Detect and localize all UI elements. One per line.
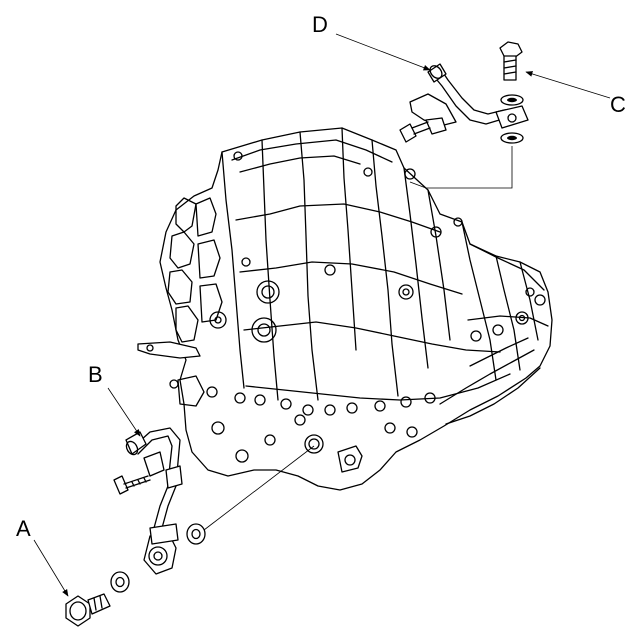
transmission-housing: [137, 127, 553, 491]
washer-upper-bottom: [500, 132, 524, 144]
arrow-d: [335, 33, 431, 71]
callout-d-label: D: [312, 12, 328, 37]
upper-atf-line: [409, 63, 529, 135]
arrow-c: [525, 71, 611, 99]
arrow-a: [33, 539, 69, 597]
washer-lower-inner: [186, 523, 206, 545]
callout-b-label: B: [88, 362, 103, 387]
alignment-line-upper: [409, 146, 513, 189]
washer-upper-top: [500, 94, 524, 106]
arrow-b: [107, 387, 141, 437]
lower-bracket-bolt: [113, 475, 151, 495]
upper-bracket-bolt: [399, 121, 431, 143]
washer-lower-outer: [110, 571, 130, 593]
banjo-bolt-a: [65, 593, 111, 627]
callout-c-label: C: [610, 92, 626, 117]
lower-atf-line: [125, 427, 183, 575]
alignment-line-lower: [203, 445, 315, 531]
banjo-bolt-c: [499, 41, 523, 81]
callout-a-label: A: [16, 516, 31, 541]
